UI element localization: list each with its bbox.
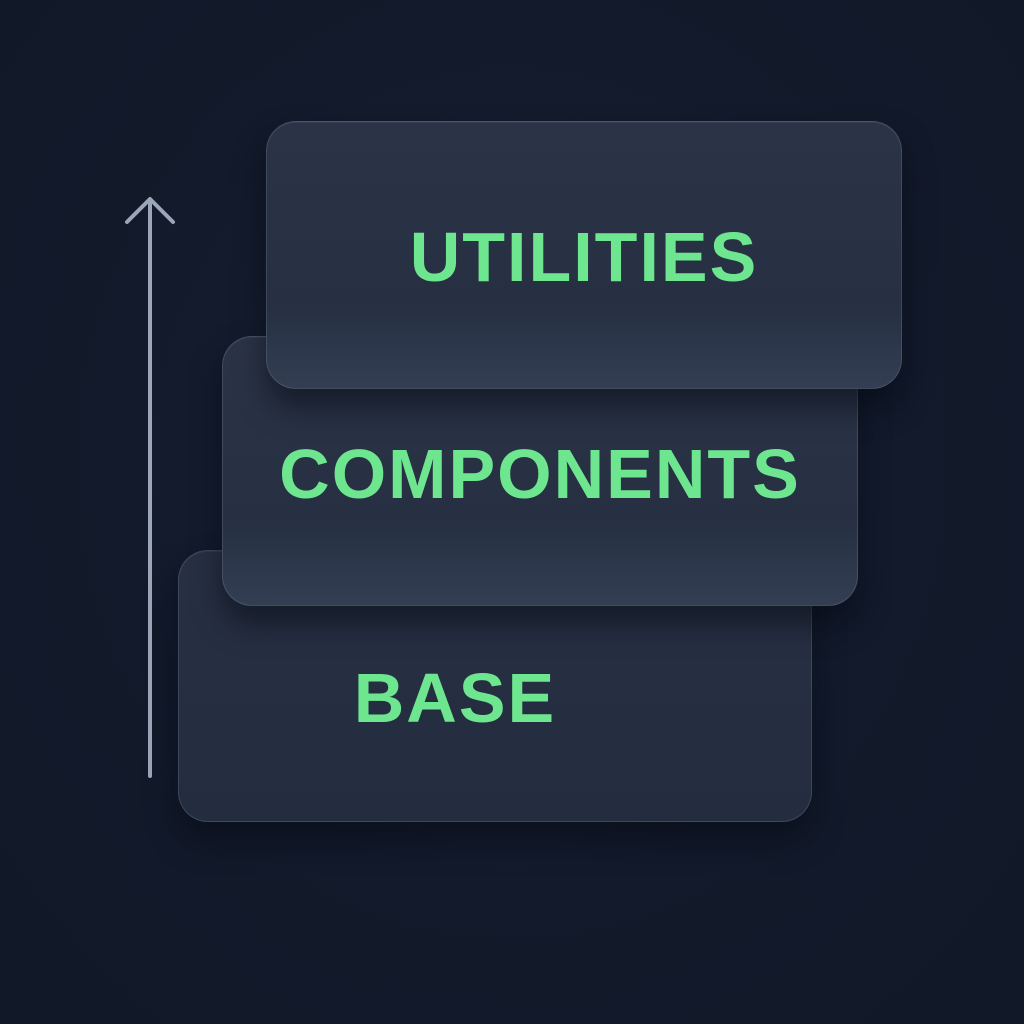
arrow-up-icon: [125, 197, 175, 778]
layer-label-base: BASE: [353, 659, 557, 737]
layer-utilities: UTILITIES: [266, 121, 902, 389]
layer-label-utilities: UTILITIES: [409, 218, 759, 296]
layer-label-components: COMPONENTS: [279, 435, 801, 513]
